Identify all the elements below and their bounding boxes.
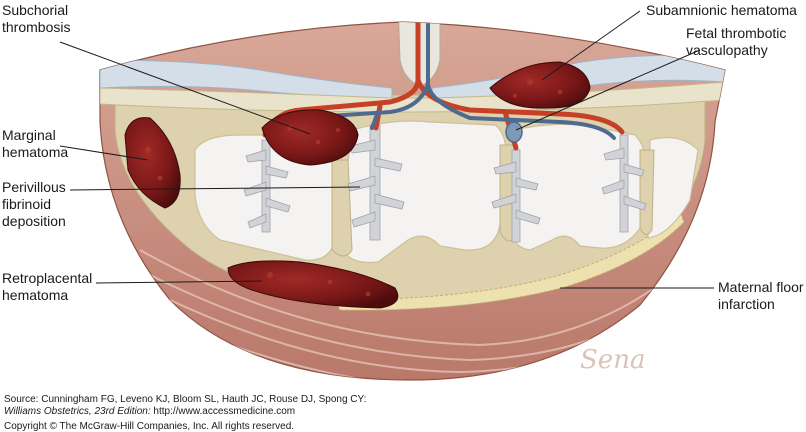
label-line: thrombosis [2,19,70,35]
source-book-line: Williams Obstetrics, 23rd Edition: http:… [4,406,295,417]
artist-signature: Sena [580,345,645,375]
label-line: Marginal [2,127,56,143]
leader-lines [59,10,714,289]
label-line: Fetal thrombotic [686,25,786,41]
label-line: hematoma [2,144,68,160]
label-line: hematoma [2,287,68,303]
label-maternal-floor-infarction: Maternal floor infarction [718,279,806,312]
label-perivillous-fibrinoid: Perivillous fibrinoid deposition [2,179,70,229]
label-line: Perivillous [2,179,66,195]
label-subamnionic-hematoma: Subamnionic hematoma [646,2,797,18]
placenta-illustration: Subchorial thrombosis Marginal hematoma … [2,2,806,381]
label-line: deposition [2,213,66,229]
book-title: Williams Obstetrics, 23rd Edition: [4,406,151,417]
marginal-hematoma [124,117,181,209]
label-subchorial-thrombosis: Subchorial thrombosis [2,2,72,35]
label-fetal-thrombotic-vasculopathy: Fetal thrombotic vasculopathy [686,25,790,58]
label-marginal-hematoma: Marginal hematoma [2,127,68,160]
source-url: http://www.accessmedicine.com [150,406,296,417]
copyright-line: Copyright © The McGraw-Hill Companies, I… [4,421,295,432]
fetal-thrombus [505,121,523,143]
label-line: fibrinoid [2,196,51,212]
source-line: Source: Cunningham FG, Leveno KJ, Bloom … [4,394,367,405]
subchorial-thrombosis [261,109,359,166]
label-retroplacental-hematoma: Retroplacental hematoma [2,270,96,303]
label-line: vasculopathy [686,42,768,58]
label-line: Maternal floor [718,279,804,295]
label-line: infarction [718,296,775,312]
label-line: Subchorial [2,2,68,18]
label-line: Retroplacental [2,270,92,286]
